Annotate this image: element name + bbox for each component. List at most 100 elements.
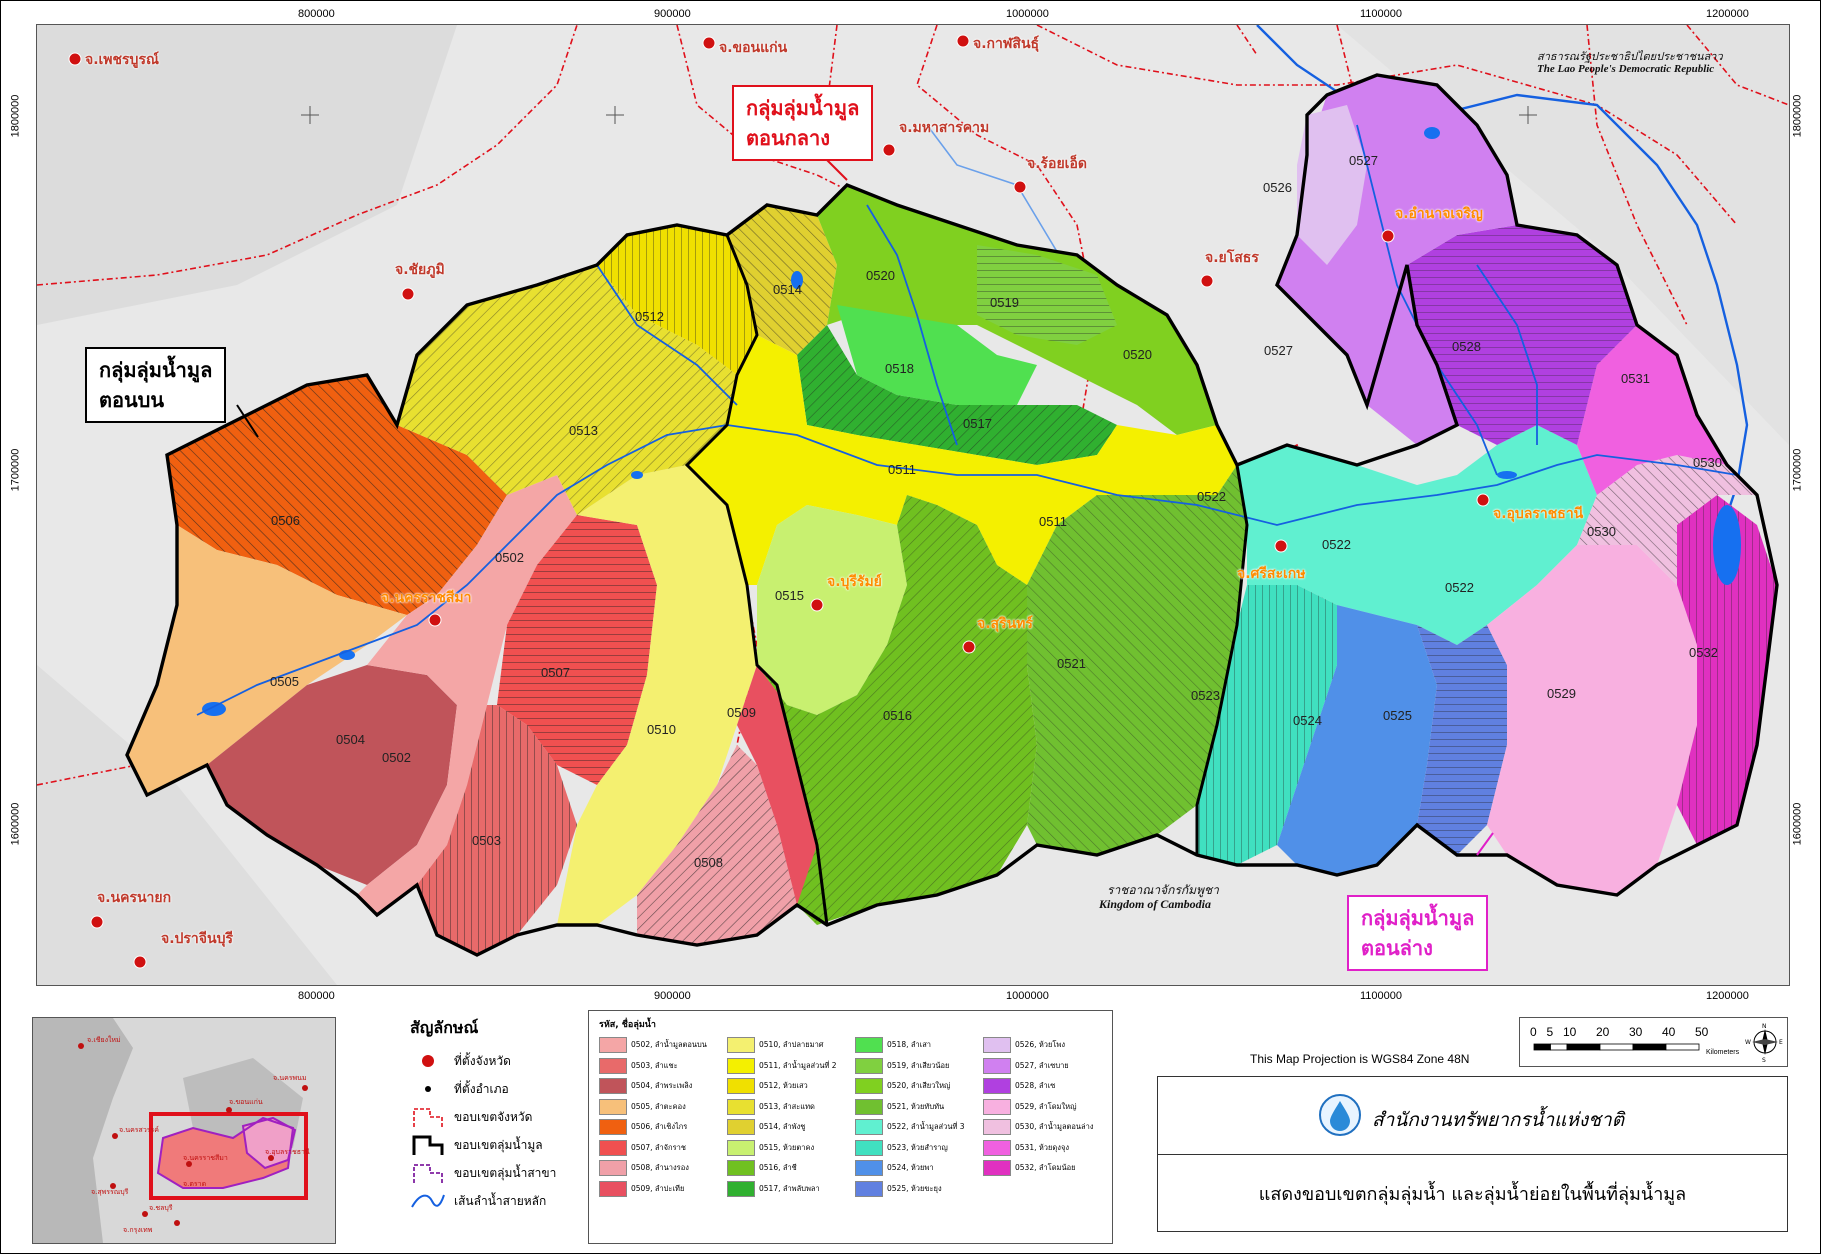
- basin-code-label: 0522: [1322, 537, 1351, 552]
- basin-legend-label: 0530, ลำน้ำมูลตอนล่าง: [1015, 1122, 1094, 1132]
- basin-legend-label: 0515, ห้วยตาคง: [759, 1142, 815, 1152]
- basin-legend-item: 0532, ลำโดมน้อย: [983, 1158, 1108, 1179]
- basin-code-label: 0514: [773, 282, 802, 297]
- x-tick-top: 1100000: [1360, 8, 1403, 20]
- basin-code-label: 0506: [271, 513, 300, 528]
- callout-line: กลุ่มลุ่มน้ำมูล: [99, 358, 213, 382]
- basin-code-label: 0530: [1693, 455, 1722, 470]
- basin-code-label: 0520: [866, 268, 895, 283]
- basin-swatch: [855, 1037, 883, 1054]
- basin-legend-item: 0511, ลำน้ำมูลส่วนที่ 2: [727, 1056, 852, 1077]
- basin-0511: [687, 335, 1237, 585]
- basin-legend-title: รหัส, ชื่อลุ่มน้ำ: [599, 1020, 656, 1030]
- basin-code-label: 0520: [1123, 347, 1152, 362]
- basin-code-label: 0529: [1547, 686, 1576, 701]
- basin-swatch: [983, 1078, 1011, 1095]
- x-tick-bottom: 1100000: [1360, 990, 1403, 1002]
- basin-legend-item: 0515, ห้วยตาคง: [727, 1138, 852, 1159]
- basin-swatch: [727, 1180, 755, 1197]
- basin-legend-label: 0508, ลำนางรอง: [631, 1163, 689, 1173]
- basin-legend-item: 0523, ห้วยสำราญ: [855, 1138, 980, 1159]
- basin-legend-item: 0527, ลำเซบาย: [983, 1056, 1108, 1077]
- legend-row: ขอบเขตจังหวัด: [410, 1103, 590, 1131]
- basin-code-label: 0527: [1264, 343, 1293, 358]
- province-label: จ.นครราชสีมา: [381, 590, 472, 606]
- scale-segment: [1533, 1043, 1551, 1051]
- basin-swatch: [983, 1119, 1011, 1136]
- basin-legend-label: 0505, ลำตะคอง: [631, 1101, 686, 1111]
- basin-code-label: 0515: [775, 588, 804, 603]
- callout-upper-mun: กลุ่มลุ่มน้ำมูล ตอนบน: [85, 347, 227, 423]
- basin-0526: [1297, 105, 1367, 265]
- basin-legend-label: 0506, ลำเชิงไกร: [631, 1122, 688, 1132]
- basin-swatch: [599, 1160, 627, 1177]
- basin-code-label: 0521: [1057, 656, 1086, 671]
- scale-segment: [1566, 1043, 1601, 1051]
- x-tick-bottom: 900000: [654, 990, 691, 1002]
- basin-legend-item: 0514, ลำพังชู: [727, 1117, 852, 1138]
- scale-label: 20: [1596, 1025, 1610, 1039]
- callout-lower-mun: กลุ่มลุ่มน้ำมูล ตอนล่าง: [1347, 895, 1489, 971]
- inset-map: จ.เชียงใหม่ จ.นครพนม จ.ขอนแก่น จ.นครสวรร…: [32, 1017, 336, 1244]
- map-canvas: [37, 25, 1789, 985]
- basin-code-label: 0526: [1263, 180, 1292, 195]
- group-divider: [1195, 464, 1249, 855]
- basin-legend-item: 0508, ลำนางรอง: [599, 1158, 724, 1179]
- river-icon: [410, 1189, 446, 1213]
- province-seats: [68, 34, 1490, 969]
- basin-swatch: [727, 1160, 755, 1177]
- map-title: แสดงขอบเขตกลุ่มลุ่มน้ำ และลุ่มน้ำย่อยในพ…: [1258, 1184, 1687, 1205]
- basin-swatch: [855, 1119, 883, 1136]
- basin-legend-item: 0520, ลำเสียวใหญ่: [855, 1076, 980, 1097]
- scale-segment: [1632, 1043, 1667, 1051]
- x-tick-bottom: 1000000: [1006, 990, 1049, 1002]
- basin-legend-label: 0516, ลำชี: [759, 1163, 797, 1173]
- province-label: จ.เพชรบูรณ์: [85, 52, 159, 68]
- province-boundary-icon: [410, 1105, 446, 1129]
- basin-code-label: 0531: [1621, 371, 1650, 386]
- group-divider: [684, 234, 829, 926]
- main-map: 800000 สาธารณรัฐประชาธิปไตยประชาชนลาว Th…: [36, 24, 1790, 986]
- main-rivers: [196, 124, 1738, 716]
- title-block: สำนักงานทรัพยากรน้ำแห่งชาติ แสดงขอบเขตกล…: [1157, 1076, 1788, 1232]
- basin-code-label: 0503: [472, 833, 501, 848]
- basin-swatch: [599, 1078, 627, 1095]
- basin-swatch: [983, 1098, 1011, 1115]
- agency-name: สำนักงานทรัพยากรน้ำแห่งชาติ: [1372, 1109, 1625, 1131]
- basin-code-label: 0518: [885, 361, 914, 376]
- basin-legend-item: 0516, ลำชี: [727, 1158, 852, 1179]
- basin-swatch: [983, 1037, 1011, 1054]
- basin-0518: [837, 305, 1037, 405]
- basin-code-label: 0530: [1587, 524, 1616, 539]
- legend-row: เส้นลำน้ำสายหลัก: [410, 1187, 590, 1215]
- basin-legend-label: 0520, ลำเสียวใหญ่: [887, 1081, 951, 1091]
- inset-province-label: จ.อุบลราชธานี: [265, 1148, 310, 1156]
- province-label: จ.ขอนแก่น: [719, 40, 788, 56]
- basin-legend-label: 0521, ห้วยทับทัน: [887, 1101, 945, 1111]
- basin-legend-label: 0503, ลำแชะ: [631, 1060, 678, 1070]
- basin-legend-label: 0510, ลำปลายมาศ: [759, 1040, 824, 1050]
- basin-legend-item: 0522, ลำน้ำมูลส่วนที่ 3: [855, 1117, 980, 1138]
- province-label: จ.ร้อยเอ็ด: [1027, 156, 1087, 172]
- province-label: จ.บุรีรัมย์: [827, 574, 882, 590]
- y-tick-right: 1800000: [1791, 94, 1804, 138]
- basin-code-label: 0522: [1445, 580, 1474, 595]
- province-label: จ.สุรินทร์: [977, 616, 1033, 632]
- y-tick-right: 1600000: [1791, 802, 1804, 846]
- basin-0510: [557, 465, 757, 925]
- basin-code-label: 0510: [647, 722, 676, 737]
- basin-swatch: [727, 1098, 755, 1115]
- basin-legend-item: 0530, ลำน้ำมูลตอนล่าง: [983, 1117, 1108, 1138]
- legend-row: ที่ตั้งอำเภอ: [410, 1075, 590, 1103]
- basin-legend-item: 0518, ลำเสา: [855, 1035, 980, 1056]
- basin-swatch: [983, 1160, 1011, 1177]
- inset-province-label: จ.นครราชสีมา: [183, 1154, 228, 1162]
- province-label: จ.มหาสารคาม: [899, 120, 990, 136]
- compass-label: E: [1779, 1039, 1783, 1046]
- basin-swatch: [599, 1139, 627, 1156]
- legend-title: สัญลักษณ์: [410, 1018, 479, 1037]
- province-label: จ.อำนาจเจริญ: [1395, 206, 1483, 222]
- legend-label: ที่ตั้งอำเภอ: [454, 1081, 509, 1096]
- basin-legend-item: 0505, ลำตะคอง: [599, 1097, 724, 1118]
